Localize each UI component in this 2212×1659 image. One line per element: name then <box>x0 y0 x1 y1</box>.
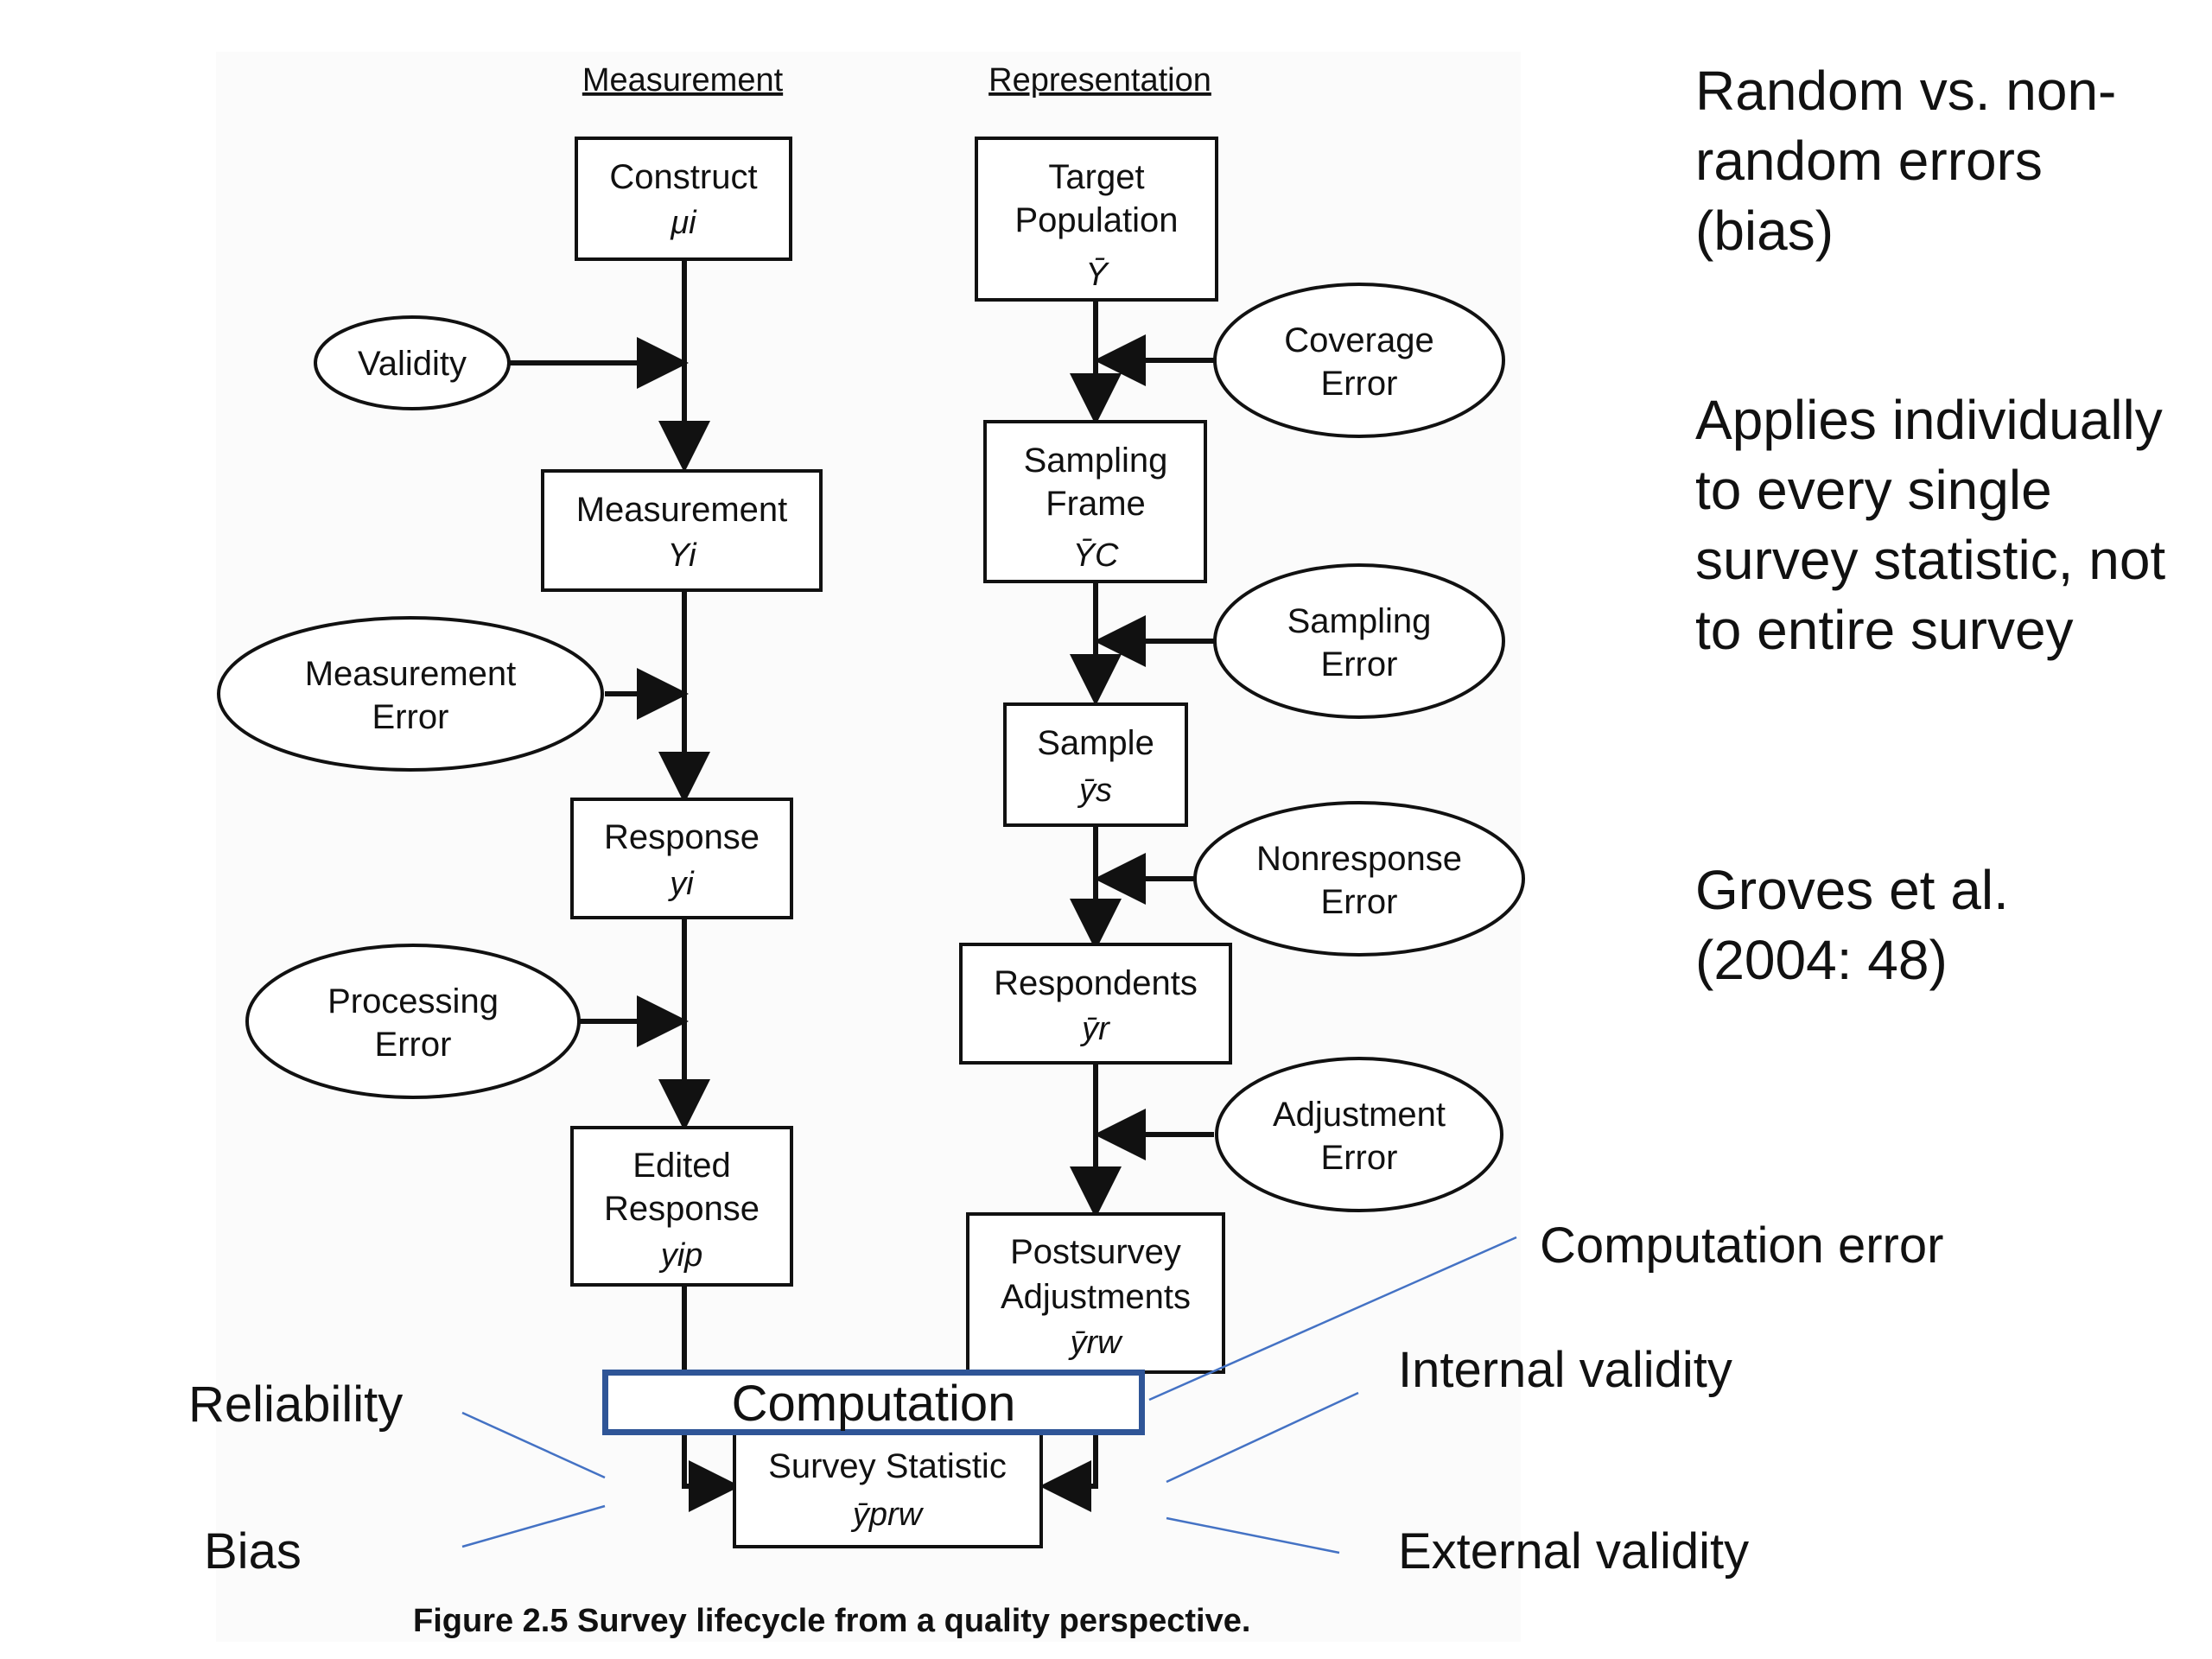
sample-symbol: ȳs <box>1077 772 1112 809</box>
edited-response-symbol: yip <box>658 1237 703 1274</box>
bias-label: Bias <box>204 1523 302 1580</box>
figure-caption: Figure 2.5 Survey lifecycle from a quali… <box>413 1603 1250 1639</box>
respondents-box: Respondents ȳr <box>959 943 1232 1065</box>
note-citation: Groves et al. (2004: 48) <box>1695 859 2009 991</box>
postsurvey-adjustments-symbol: ȳrw <box>1067 1325 1123 1361</box>
validity-label: Validity <box>358 345 467 383</box>
measurement-error-label-2: Error <box>372 698 449 736</box>
processing-error-label-1: Processing <box>327 982 499 1020</box>
measurement-symbol: Yi <box>667 537 697 574</box>
measurement-label: Measurement <box>576 491 788 529</box>
sampling-frame-symbol: ȲC <box>1073 537 1119 574</box>
nonresponse-error-label-2: Error <box>1321 883 1398 921</box>
nonresponse-error-oval: Nonresponse Error <box>1193 801 1525 957</box>
sampling-error-label-1: Sampling <box>1287 602 1432 640</box>
survey-statistic-box: Survey Statistic ȳprw <box>733 1428 1043 1548</box>
edited-response-box: Edited Response yip <box>570 1126 793 1287</box>
respondents-label: Respondents <box>994 964 1198 1002</box>
target-population-label-1: Target <box>1048 158 1144 196</box>
reliability-label: Reliability <box>188 1376 404 1433</box>
adjustment-error-label-1: Adjustment <box>1273 1096 1446 1134</box>
survey-statistic-label: Survey Statistic <box>768 1447 1007 1485</box>
edited-response-label-2: Response <box>604 1190 760 1228</box>
note-applies-individually: Applies individually to every single sur… <box>1695 389 2166 661</box>
response-box: Response yi <box>570 798 793 919</box>
edited-response-label-1: Edited <box>632 1147 730 1185</box>
target-population-label-2: Population <box>1014 201 1178 239</box>
coverage-error-label-1: Coverage <box>1284 321 1433 359</box>
measurement-box: Measurement Yi <box>541 469 823 592</box>
adjustment-error-label-2: Error <box>1321 1139 1398 1177</box>
target-population-symbol: Ȳ <box>1085 257 1109 293</box>
coverage-error-label-2: Error <box>1321 365 1398 403</box>
measurement-header: Measurement <box>582 62 784 99</box>
sample-label: Sample <box>1037 724 1154 762</box>
processing-error-label-2: Error <box>375 1026 452 1064</box>
sampling-frame-box: Sampling Frame ȲC <box>983 420 1207 583</box>
computation-box: Computation <box>602 1370 1145 1435</box>
construct-symbol: μi <box>670 205 697 241</box>
sampling-frame-label-1: Sampling <box>1024 442 1168 480</box>
construct-box: Construct μi <box>575 137 792 261</box>
external-validity-label: External validity <box>1398 1523 1750 1580</box>
note-random-vs-nonrandom: Random vs. non-random errors (bias) <box>1695 60 2117 262</box>
response-label: Response <box>604 818 760 856</box>
postsurvey-adjustments-box: Postsurvey Adjustments ȳrw <box>966 1212 1225 1374</box>
pointer-lines <box>461 1236 1517 1554</box>
nonresponse-error-label-1: Nonresponse <box>1256 840 1462 878</box>
survey-statistic-symbol: ȳprw <box>850 1497 925 1533</box>
response-symbol: yi <box>667 866 695 902</box>
processing-error-oval: Processing Error <box>245 944 581 1099</box>
sampling-error-label-2: Error <box>1321 645 1398 683</box>
postsurvey-adjustments-label-2: Adjustments <box>1001 1278 1191 1316</box>
internal-validity-label: Internal validity <box>1398 1342 1732 1398</box>
measurement-error-oval: Measurement Error <box>217 616 604 772</box>
target-population-box: Target Population Ȳ <box>975 137 1218 302</box>
construct-label: Construct <box>609 158 757 196</box>
sampling-error-oval: Sampling Error <box>1213 563 1505 719</box>
respondents-symbol: ȳr <box>1079 1011 1110 1047</box>
validity-oval: Validity <box>314 315 511 410</box>
computation-error-label: Computation error <box>1540 1217 1944 1274</box>
adjustment-error-oval: Adjustment Error <box>1215 1057 1503 1212</box>
sampling-frame-label-2: Frame <box>1046 485 1146 523</box>
representation-header: Representation <box>988 62 1211 99</box>
postsurvey-adjustments-label-1: Postsurvey <box>1010 1233 1181 1271</box>
coverage-error-oval: Coverage Error <box>1213 283 1505 438</box>
sample-box: Sample ȳs <box>1003 702 1188 827</box>
measurement-error-label-1: Measurement <box>305 655 517 693</box>
